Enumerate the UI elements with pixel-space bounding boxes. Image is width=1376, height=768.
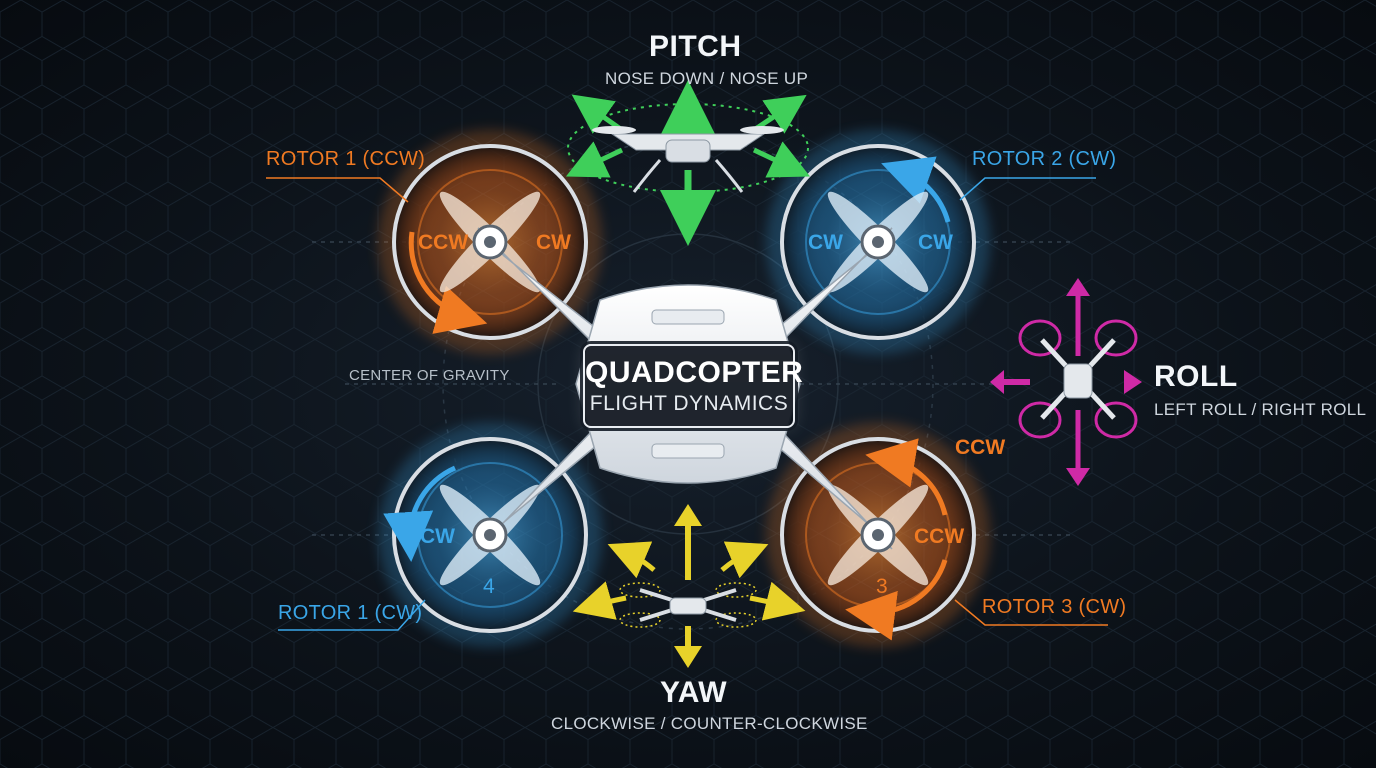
title-line-1: QUADCOPTER <box>585 356 804 389</box>
rotor-bottom-left-number: 4 <box>483 575 495 598</box>
roll-title: ROLL <box>1154 360 1238 393</box>
roll-subtitle: LEFT ROLL / RIGHT ROLL <box>1154 400 1367 419</box>
pitch-subtitle: NOSE DOWN / NOSE UP <box>605 69 809 88</box>
rotor-bottom-left-dir: CW <box>420 525 455 548</box>
rotor-bottom-right-label: ROTOR 3 (CW) <box>982 596 1127 618</box>
leader-lines <box>266 177 1108 631</box>
rotor-top-left-dir-right: CW <box>536 231 571 254</box>
yaw-title: YAW <box>660 676 728 709</box>
center-title-box: QUADCOPTER FLIGHT DYNAMICS <box>583 344 804 428</box>
rotor-top-left-dir-left: CCW <box>418 231 469 254</box>
rotor-bottom-right-dir: CCW <box>914 525 965 548</box>
rotor-bottom-right-number: 3 <box>876 575 888 598</box>
roll-icon <box>990 278 1142 486</box>
rotor-top-right-dir-right: CW <box>918 231 953 254</box>
rotor-top-left-label: ROTOR 1 (CCW) <box>266 148 426 170</box>
rotor-bottom-left-label: ROTOR 1 (CW) <box>278 602 423 624</box>
title-line-2: FLIGHT DYNAMICS <box>589 392 789 415</box>
outer-guide-circle <box>442 138 934 630</box>
yaw-subtitle: CLOCKWISE / COUNTER-CLOCKWISE <box>551 714 868 733</box>
rotor-top-right-label: ROTOR 2 (CW) <box>972 148 1117 170</box>
pitch-title: PITCH <box>649 30 742 63</box>
center-of-gravity-label: CENTER OF GRAVITY <box>349 367 510 384</box>
rotor-top-right-dir-left: CW <box>808 231 843 254</box>
rotor-bottom-right-dir-top: CCW <box>955 436 1006 459</box>
yaw-icon <box>572 504 806 668</box>
pitch-icon <box>565 80 811 246</box>
